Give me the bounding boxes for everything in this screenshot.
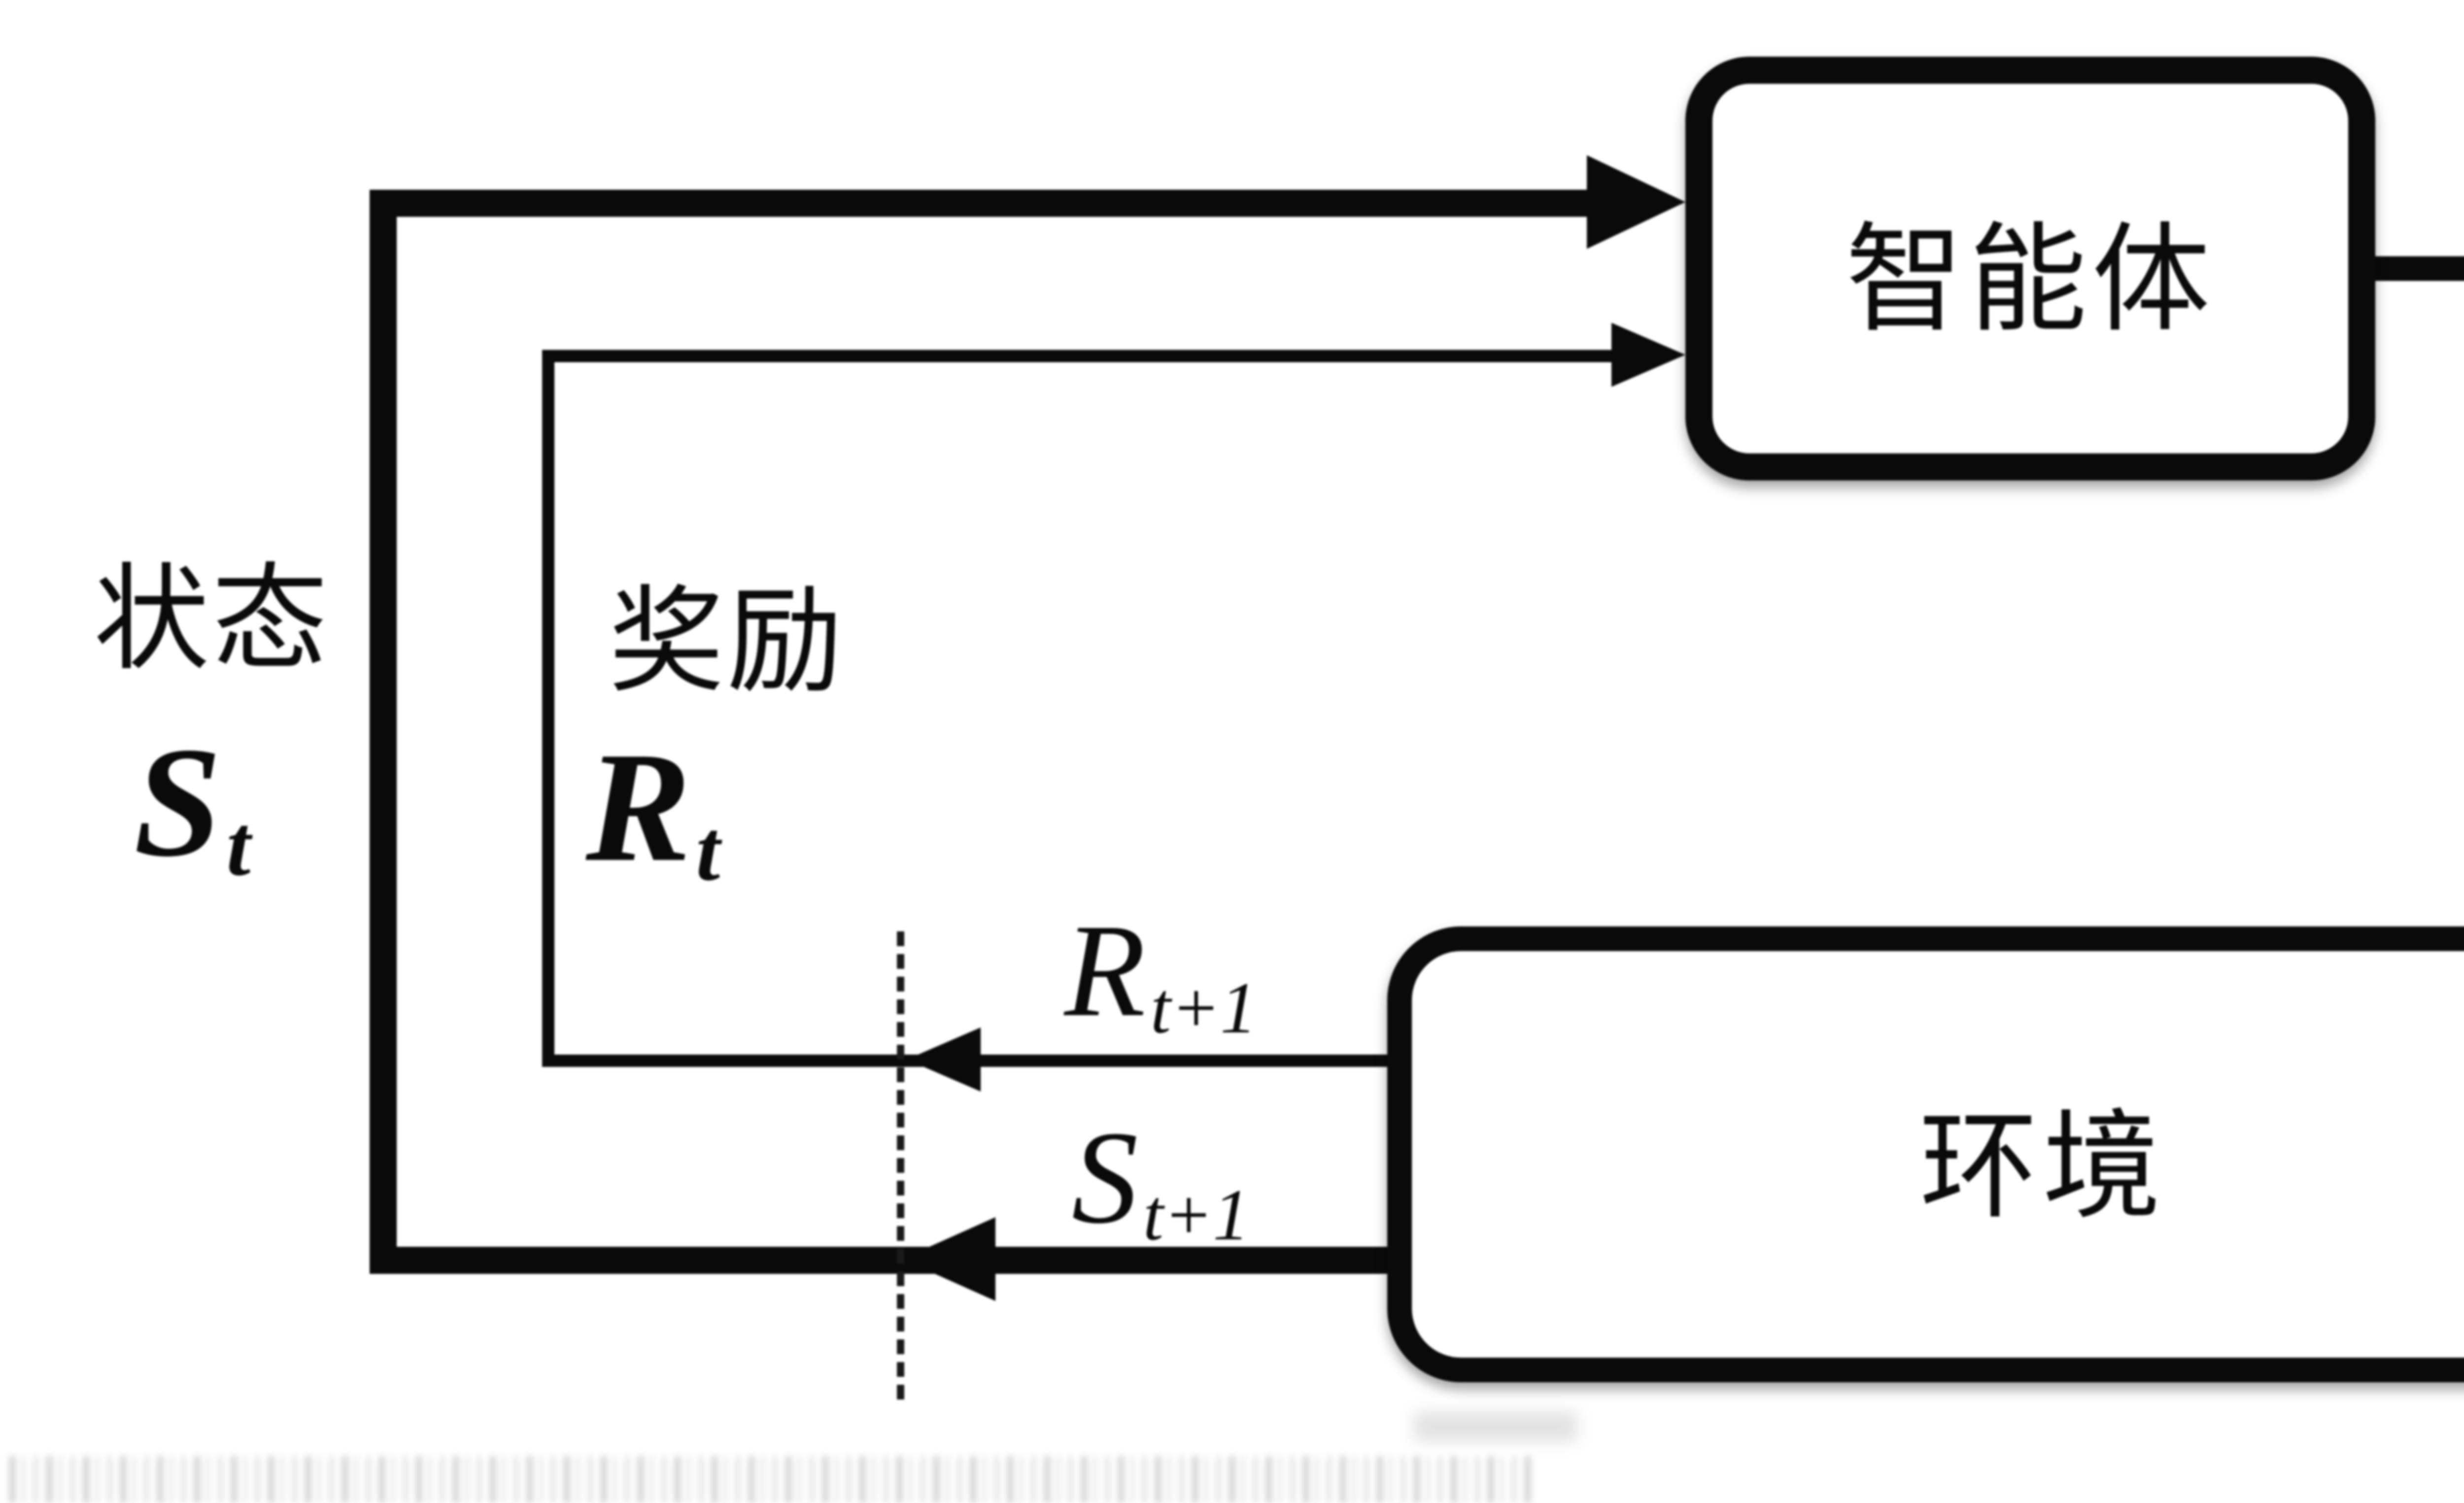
next-reward-symbol-letter: R	[1064, 897, 1146, 1045]
next-reward-arrowhead	[907, 1027, 981, 1092]
reward-label: 奖励	[609, 580, 845, 709]
next-state-symbol-subscript: t+1	[1143, 1176, 1250, 1256]
environment-box: 环境	[1387, 926, 2464, 1382]
agent-box: 智能体	[1685, 57, 2375, 480]
state-symbol-letter: S	[134, 715, 222, 889]
reward-line-left-segment	[542, 350, 554, 1067]
reward-symbol-letter: R	[585, 719, 691, 894]
reward-symbol-subscript: t	[696, 802, 720, 899]
next-state-arrowhead	[902, 1217, 995, 1301]
state-label: 状态	[94, 558, 330, 686]
state-line-top-segment	[370, 190, 1597, 217]
reward-line-top-segment	[542, 350, 1616, 362]
environment-box-label: 环境	[1919, 1102, 2166, 1233]
action-line-top-segment	[2375, 256, 2464, 281]
cropped-caption-fragment	[10, 1456, 1538, 1503]
state-line-left-segment	[370, 190, 397, 1274]
reward-arrowhead	[1611, 323, 1685, 387]
next-state-symbol-letter: S	[1071, 1104, 1138, 1252]
agent-box-label: 智能体	[1845, 217, 2215, 347]
state-symbol-subscript: t	[226, 797, 251, 894]
next-state-line-segment	[370, 1247, 1402, 1274]
timestep-boundary-dashed-line	[897, 931, 904, 1400]
state-arrowhead	[1587, 155, 1685, 249]
scan-artifact-smudge	[1414, 1412, 1577, 1441]
next-reward-symbol-subscript: t+1	[1150, 969, 1257, 1049]
